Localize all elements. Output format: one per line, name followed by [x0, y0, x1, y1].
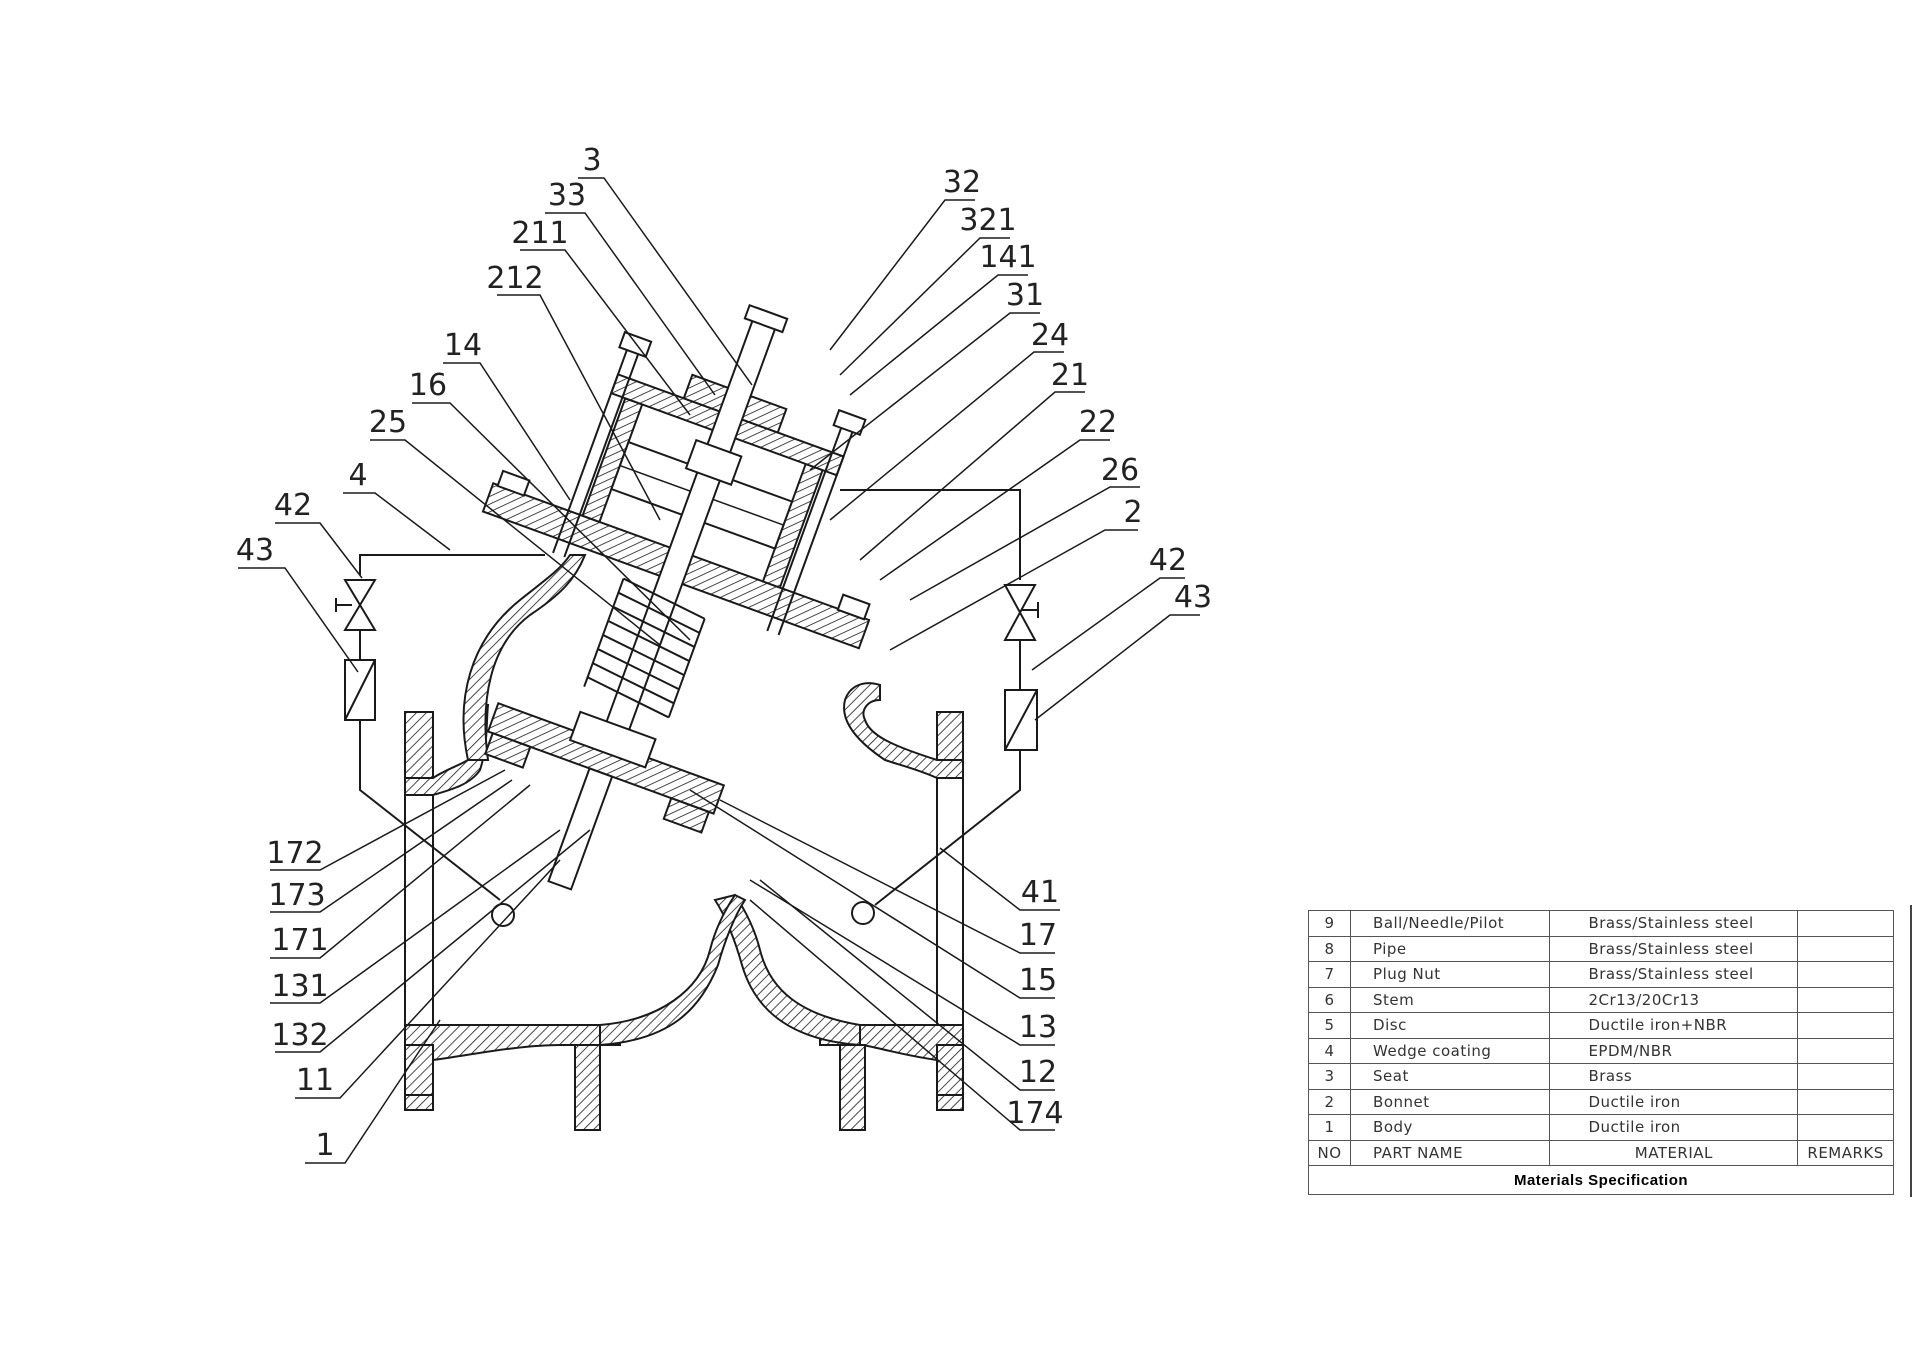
callout-4: 4 — [348, 458, 367, 493]
row-part-name: Plug Nut — [1350, 961, 1551, 988]
row-no: 6 — [1307, 986, 1352, 1013]
row-no: 3 — [1307, 1063, 1352, 1090]
bonnet-assembly — [481, 303, 871, 891]
callout-42-left: 42 — [274, 488, 312, 523]
header-remarks: REMARKS — [1797, 1139, 1894, 1166]
callout-22: 22 — [1079, 405, 1117, 440]
callout-17: 17 — [1019, 918, 1057, 953]
row-remarks — [1797, 1088, 1894, 1115]
row-remarks — [1797, 1037, 1894, 1064]
row-remarks — [1797, 1012, 1894, 1039]
callout-172: 172 — [266, 836, 323, 871]
table-row: 2 Bonnet Ductile iron — [1307, 1088, 1894, 1115]
table-row: 9 Ball/Needle/Pilot Brass/Stainless stee… — [1307, 910, 1894, 937]
table-row: 6 Stem 2Cr13/20Cr13 — [1307, 986, 1894, 1013]
row-part-name: Ball/Needle/Pilot — [1350, 910, 1551, 937]
materials-table: 9 Ball/Needle/Pilot Brass/Stainless stee… — [1307, 910, 1894, 1195]
callout-31: 31 — [1006, 278, 1044, 313]
table-header-row: NO PART NAME MATERIAL REMARKS — [1307, 1139, 1894, 1166]
table-row: 4 Wedge coating EPDM/NBR — [1307, 1037, 1894, 1064]
row-remarks — [1797, 935, 1894, 962]
row-part-name: Bonnet — [1350, 1088, 1551, 1115]
pilot-piping-left — [335, 554, 545, 927]
header-no: NO — [1307, 1139, 1352, 1166]
row-material: Ductile iron+NBR — [1549, 1012, 1799, 1039]
callout-24: 24 — [1031, 318, 1069, 353]
row-part-name: Disc — [1350, 1012, 1551, 1039]
table-caption: Materials Specification — [1308, 1165, 1894, 1195]
table-row: 1 Body Ductile iron — [1307, 1114, 1894, 1141]
leader-lines — [238, 177, 1200, 1164]
callout-212: 212 — [486, 261, 543, 296]
header-part-name: PART NAME — [1350, 1139, 1551, 1166]
row-no: 4 — [1307, 1037, 1352, 1064]
row-material: Ductile iron — [1549, 1088, 1799, 1115]
callout-1: 1 — [315, 1128, 334, 1163]
callout-174: 174 — [1006, 1096, 1063, 1131]
border-rule — [1910, 905, 1912, 1197]
table-row: 7 Plug Nut Brass/Stainless steel — [1307, 961, 1894, 988]
callout-211: 211 — [511, 216, 568, 251]
callout-141: 141 — [979, 240, 1036, 275]
callout-132: 132 — [271, 1018, 328, 1053]
callout-13: 13 — [1019, 1010, 1057, 1045]
row-part-name: Wedge coating — [1350, 1037, 1551, 1064]
table-caption-row: Materials Specification — [1308, 1165, 1894, 1195]
row-material: 2Cr13/20Cr13 — [1549, 986, 1799, 1013]
row-material: EPDM/NBR — [1549, 1037, 1799, 1064]
row-remarks — [1797, 1063, 1894, 1090]
callout-16: 16 — [409, 368, 447, 403]
callout-32: 32 — [943, 165, 981, 200]
row-no: 1 — [1307, 1114, 1352, 1141]
callout-171: 171 — [271, 923, 328, 958]
callout-42-right: 42 — [1149, 543, 1187, 578]
row-no: 9 — [1307, 910, 1352, 937]
callout-43-right: 43 — [1174, 580, 1212, 615]
callout-3: 3 — [582, 143, 601, 178]
callout-33: 33 — [548, 178, 586, 213]
callout-2: 2 — [1123, 495, 1142, 530]
header-material: MATERIAL — [1549, 1139, 1799, 1166]
row-no: 8 — [1307, 935, 1352, 962]
row-material: Brass/Stainless steel — [1549, 961, 1799, 988]
row-remarks — [1797, 1114, 1894, 1141]
row-no: 5 — [1307, 1012, 1352, 1039]
callout-321: 321 — [959, 203, 1016, 238]
callout-43-left: 43 — [236, 533, 274, 568]
pilot-piping-right — [840, 489, 1039, 925]
row-material: Brass/Stainless steel — [1549, 910, 1799, 937]
row-part-name: Seat — [1350, 1063, 1551, 1090]
row-material: Ductile iron — [1549, 1114, 1799, 1141]
callout-14: 14 — [444, 328, 482, 363]
row-no: 2 — [1307, 1088, 1352, 1115]
row-material: Brass/Stainless steel — [1549, 935, 1799, 962]
callout-131: 131 — [271, 969, 328, 1004]
callout-41: 41 — [1021, 875, 1059, 910]
callout-11: 11 — [296, 1063, 334, 1098]
callout-12: 12 — [1019, 1055, 1057, 1090]
callout-15: 15 — [1019, 963, 1057, 998]
callout-26: 26 — [1101, 453, 1139, 488]
row-part-name: Pipe — [1350, 935, 1551, 962]
callout-21: 21 — [1051, 358, 1089, 393]
callout-25: 25 — [369, 405, 407, 440]
row-remarks — [1797, 961, 1894, 988]
row-material: Brass — [1549, 1063, 1799, 1090]
table-row: 8 Pipe Brass/Stainless steel — [1307, 935, 1894, 962]
table-row: 5 Disc Ductile iron+NBR — [1307, 1012, 1894, 1039]
row-part-name: Body — [1350, 1114, 1551, 1141]
callout-173: 173 — [268, 878, 325, 913]
row-part-name: Stem — [1350, 986, 1551, 1013]
row-no: 7 — [1307, 961, 1352, 988]
row-remarks — [1797, 910, 1894, 937]
row-remarks — [1797, 986, 1894, 1013]
callout-labels: 3 33 211 212 14 16 25 4 42 43 32 321 141… — [236, 143, 1212, 1163]
table-row: 3 Seat Brass — [1307, 1063, 1894, 1090]
